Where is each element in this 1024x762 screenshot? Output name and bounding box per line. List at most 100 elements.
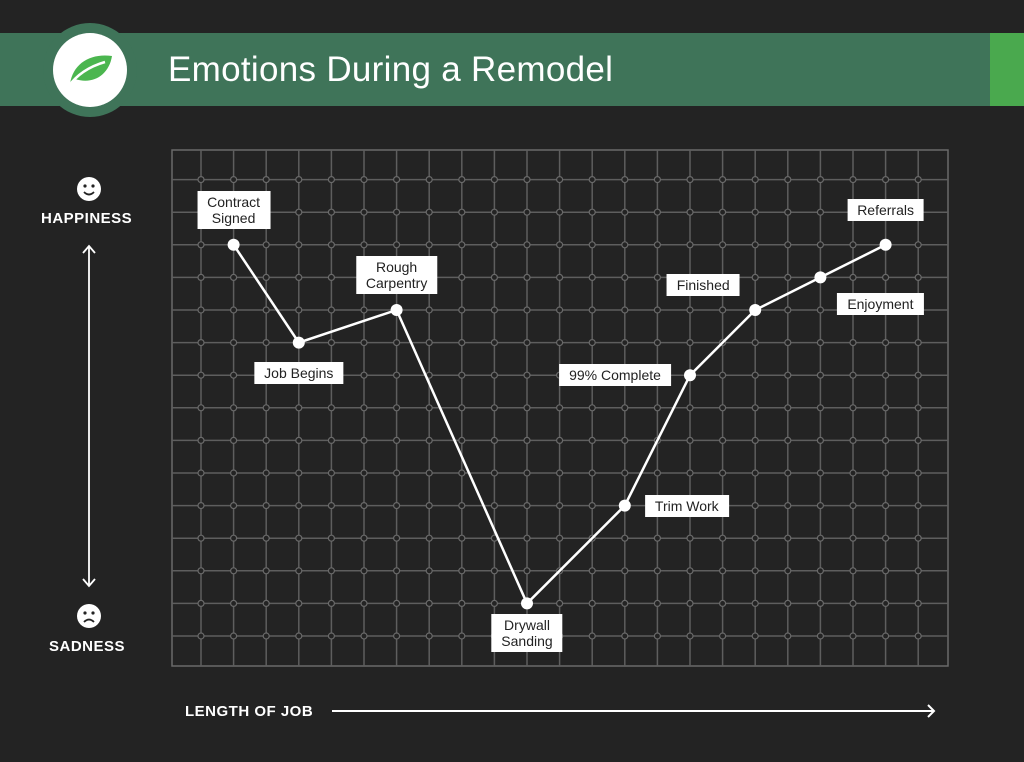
grid-node bbox=[393, 176, 401, 184]
grid-node bbox=[360, 306, 368, 314]
grid-node bbox=[197, 371, 205, 379]
grid-node bbox=[425, 599, 433, 608]
data-point bbox=[390, 304, 403, 316]
data-point bbox=[521, 597, 533, 610]
grid-node bbox=[751, 534, 759, 542]
grid-node bbox=[588, 436, 596, 444]
grid-node bbox=[262, 273, 270, 281]
grid-node bbox=[490, 176, 498, 184]
grid-node bbox=[393, 404, 401, 412]
grid-node bbox=[653, 241, 662, 249]
grid-node bbox=[686, 176, 694, 184]
face-eye bbox=[83, 184, 87, 188]
grid-node bbox=[197, 241, 205, 249]
grid-node bbox=[718, 241, 727, 249]
grid-node bbox=[816, 176, 825, 184]
grid-node bbox=[490, 502, 498, 510]
grid-node bbox=[360, 599, 368, 608]
grid-node bbox=[327, 436, 335, 444]
grid-node bbox=[653, 534, 662, 542]
grid-node bbox=[425, 208, 433, 216]
data-point bbox=[618, 499, 631, 512]
grid-node bbox=[555, 306, 564, 314]
grid-node bbox=[295, 469, 303, 477]
grid-node bbox=[588, 632, 596, 640]
grid-node bbox=[360, 404, 368, 412]
face-eye bbox=[91, 184, 95, 188]
grid-node bbox=[425, 502, 433, 510]
grid-node bbox=[262, 599, 270, 608]
grid-node bbox=[816, 567, 825, 575]
grid-node bbox=[490, 469, 498, 477]
grid-node bbox=[360, 339, 368, 347]
grid-node bbox=[621, 404, 629, 412]
grid-node bbox=[784, 599, 792, 608]
grid-node bbox=[458, 176, 466, 184]
grid-node bbox=[621, 339, 629, 347]
grid-node bbox=[816, 208, 825, 216]
grid-node bbox=[784, 502, 792, 510]
grid-node bbox=[621, 469, 629, 477]
grid-node bbox=[262, 404, 270, 412]
grid-node bbox=[751, 208, 759, 216]
grid-node bbox=[230, 339, 238, 347]
grid-node bbox=[360, 208, 368, 216]
grid-node bbox=[621, 567, 629, 575]
grid-node bbox=[849, 599, 857, 608]
grid-node bbox=[686, 534, 694, 542]
grid-node bbox=[653, 339, 662, 347]
grid-node bbox=[262, 469, 270, 477]
grid-node bbox=[621, 599, 629, 608]
grid-node bbox=[784, 567, 792, 575]
grid-node bbox=[653, 567, 662, 575]
grid-node bbox=[718, 306, 727, 314]
grid-node bbox=[458, 632, 466, 640]
grid-node bbox=[327, 339, 335, 347]
grid-node bbox=[784, 306, 792, 314]
grid-node bbox=[555, 208, 564, 216]
data-point bbox=[814, 271, 827, 284]
grid-node bbox=[523, 404, 531, 412]
grid-node bbox=[914, 469, 922, 477]
grid-node bbox=[490, 306, 498, 314]
grid-node bbox=[588, 469, 596, 477]
grid-node bbox=[360, 632, 368, 640]
grid-node bbox=[327, 176, 335, 184]
grid-node bbox=[784, 404, 792, 412]
grid-node bbox=[914, 567, 922, 575]
grid-node bbox=[816, 502, 825, 510]
grid-node bbox=[360, 502, 368, 510]
grid-node bbox=[327, 241, 335, 249]
grid-node bbox=[393, 436, 401, 444]
grid-node bbox=[425, 339, 433, 347]
grid-node bbox=[718, 176, 727, 184]
grid-node bbox=[751, 371, 759, 379]
grid-node bbox=[327, 306, 335, 314]
grid-node bbox=[588, 339, 596, 347]
grid-node bbox=[230, 534, 238, 542]
grid-node bbox=[393, 241, 401, 249]
grid-node bbox=[621, 306, 629, 314]
grid-node bbox=[881, 176, 890, 184]
grid-node bbox=[751, 599, 759, 608]
grid-node bbox=[555, 273, 564, 281]
grid-node bbox=[490, 599, 498, 608]
grid-node bbox=[230, 567, 238, 575]
data-label: Enjoyment bbox=[837, 293, 924, 316]
grid-node bbox=[653, 599, 662, 608]
grid-node bbox=[588, 208, 596, 216]
grid-node bbox=[718, 534, 727, 542]
grid-node bbox=[686, 404, 694, 412]
grid-node bbox=[425, 632, 433, 640]
grid-node bbox=[262, 306, 270, 314]
grid-node bbox=[295, 436, 303, 444]
grid-node bbox=[588, 306, 596, 314]
grid-node bbox=[784, 176, 792, 184]
grid-node bbox=[393, 469, 401, 477]
grid-node bbox=[523, 534, 531, 542]
data-point bbox=[749, 304, 762, 316]
grid-node bbox=[523, 436, 531, 444]
grid-node bbox=[751, 436, 759, 444]
grid-node bbox=[197, 599, 205, 608]
grid-node bbox=[881, 469, 890, 477]
